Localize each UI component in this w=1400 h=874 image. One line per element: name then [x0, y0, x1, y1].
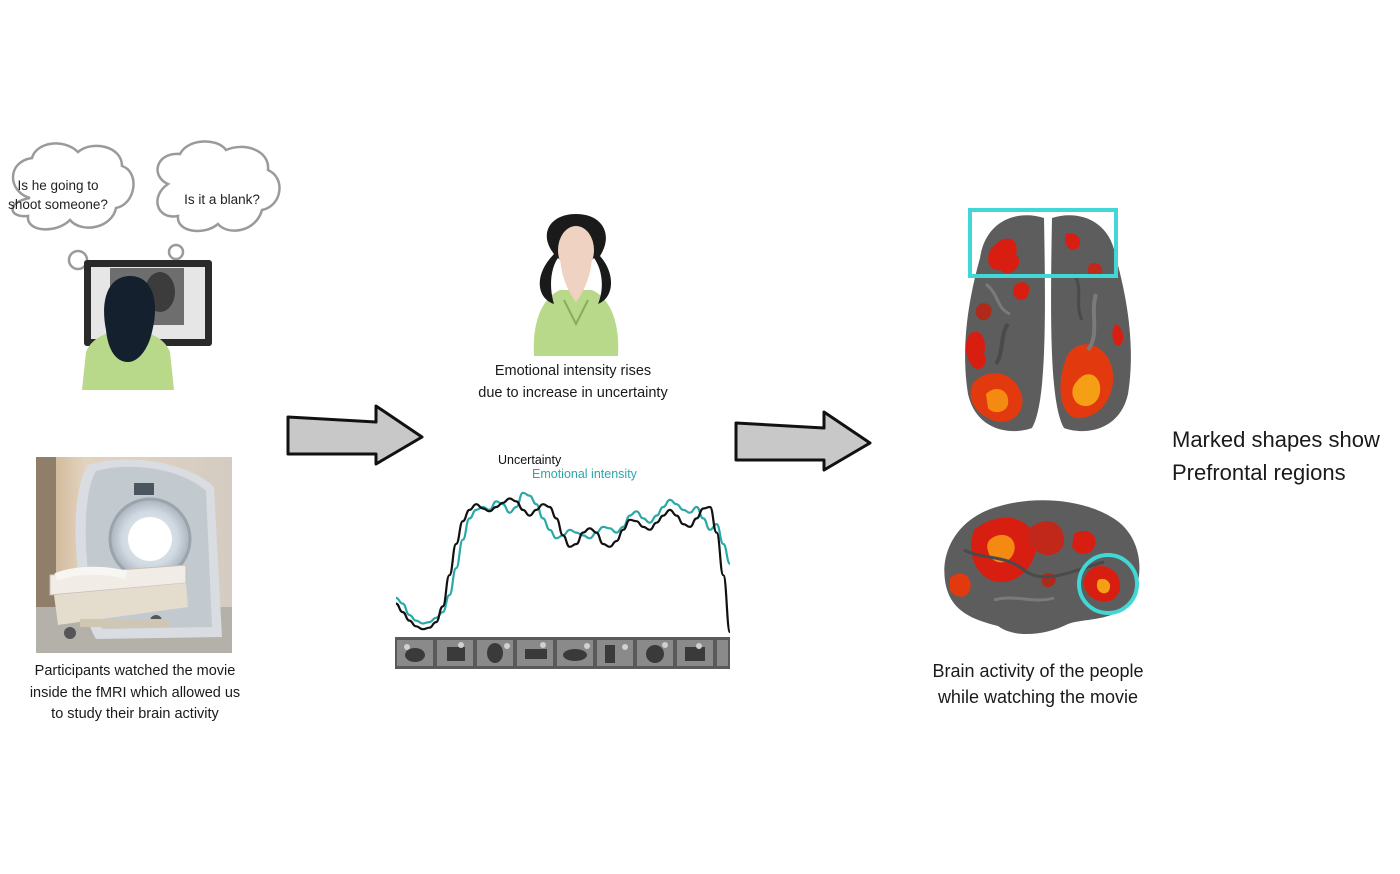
- thought-text-left: Is he going to shoot someone?: [8, 178, 108, 212]
- emotion-caption: Emotional intensity rises due to increas…: [478, 363, 668, 401]
- series-line-uncertainty: [395, 497, 732, 634]
- legend-emotional-intensity: Emotional intensity: [532, 467, 637, 481]
- right-hemisphere: [1051, 215, 1131, 432]
- viewer-illustration: [11, 140, 281, 390]
- legend-uncertainty: Uncertainty: [498, 453, 562, 467]
- flow-arrow-1: [286, 404, 424, 466]
- scanner-caption: Participants watched the movie inside th…: [29, 663, 241, 722]
- mri-scanner-photo: [36, 457, 232, 653]
- viewer-person: [82, 276, 174, 390]
- prefrontal-highlight-box: [968, 208, 1118, 278]
- brain-top-view: [965, 208, 1131, 432]
- thought-text-right: Is it a blank?: [184, 192, 260, 207]
- prefrontal-note: Marked shapes show Prefrontal regions: [1172, 427, 1380, 485]
- brain-caption: Brain activity of the people while watch…: [932, 661, 1144, 707]
- anxious-woman-illustration: [533, 214, 619, 356]
- prefrontal-highlight-circle: [1077, 553, 1139, 615]
- flow-arrow-2: [734, 410, 872, 472]
- movie-filmstrip: [395, 637, 730, 669]
- series-line-emotional-intensity: [395, 491, 732, 625]
- thought-dot: [167, 243, 185, 261]
- thought-bubble-right: [156, 140, 281, 233]
- brain-side-view: [944, 500, 1140, 635]
- left-hemisphere: [965, 215, 1045, 432]
- uncertainty-emotion-chart: [395, 491, 732, 634]
- thought-bubble-left: [11, 142, 135, 231]
